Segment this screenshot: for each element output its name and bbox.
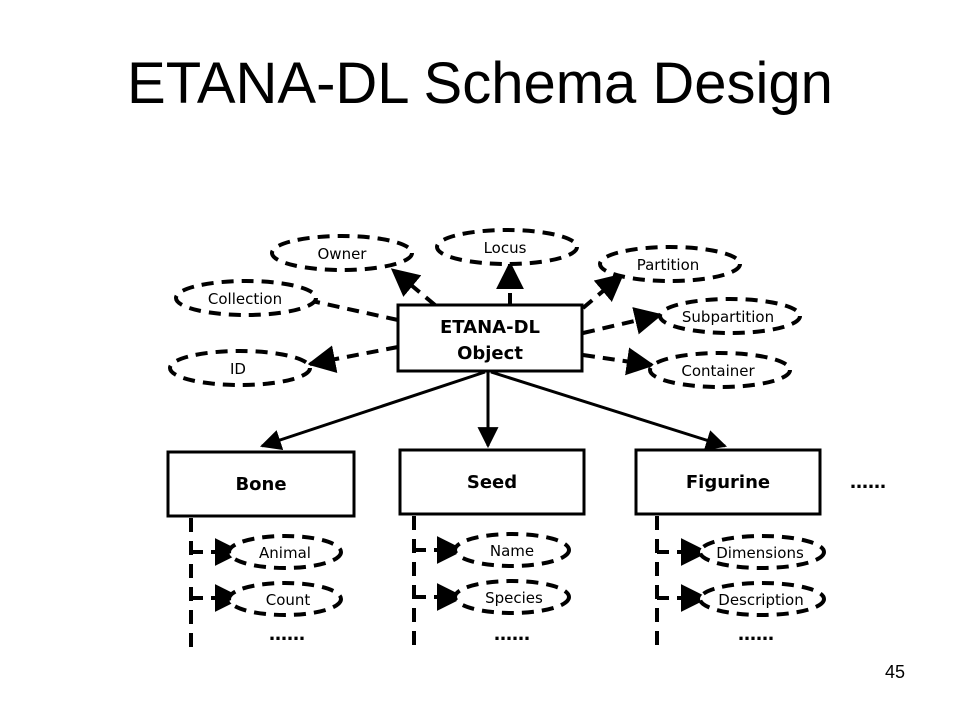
seed-more-ellipsis: ……	[494, 624, 530, 645]
bone-attr2-ellipse	[227, 581, 343, 617]
attr-owner-ellipse	[270, 234, 414, 272]
figurine-label: Figurine	[686, 472, 770, 493]
etana-dl-object-box	[396, 303, 584, 373]
more-classes-ellipsis: ……	[850, 472, 886, 493]
seed-box	[398, 448, 586, 516]
attr-subpartition-label: Subpartition	[682, 308, 774, 326]
figurine-attr2-ellipse	[698, 581, 826, 617]
object-label-line1: ETANA-DL	[440, 317, 540, 338]
attr-id-label: ID	[230, 360, 246, 378]
attr-container-ellipse	[648, 351, 792, 389]
figurine-attr1-ellipse	[698, 534, 826, 570]
bone-attr1-label: Animal	[259, 544, 311, 562]
attr-container-label: Container	[681, 362, 755, 380]
attr-owner-label: Owner	[318, 245, 368, 263]
attr-locus-label: Locus	[484, 239, 527, 257]
attr-subpartition-ellipse	[658, 297, 802, 335]
attr-collection-ellipse	[174, 279, 318, 317]
connector-collection	[311, 299, 399, 322]
connector-subpartition	[582, 307, 663, 335]
connector-container	[582, 347, 655, 376]
attr-id-ellipse	[168, 349, 312, 387]
figurine-more-ellipsis: ……	[738, 624, 774, 645]
attr-partition-ellipse	[598, 245, 742, 283]
connector-partition	[581, 273, 625, 310]
bone-box	[166, 450, 356, 518]
attr-locus-ellipse	[435, 228, 579, 266]
attr-partition-label: Partition	[637, 256, 700, 274]
connector-owner	[390, 268, 437, 307]
figurine-attr1-label: Dimensions	[716, 544, 804, 562]
arrow-to-bone	[260, 370, 486, 451]
object-label-line2: Object	[457, 343, 523, 364]
bone-attr1-ellipse	[227, 534, 343, 570]
arrow-to-figurine	[490, 370, 728, 451]
attr-collection-label: Collection	[208, 290, 282, 308]
bone-label: Bone	[235, 474, 286, 495]
seed-attr2-label: Species	[485, 589, 543, 607]
seed-attr1-label: Name	[490, 542, 534, 560]
attribute-connectors	[307, 261, 663, 376]
subclass-arrows	[260, 370, 728, 451]
bone-attr2-label: Count	[266, 591, 311, 609]
bone-more-ellipsis: ……	[269, 624, 305, 645]
page-number: 45	[884, 662, 905, 682]
figurine-attr2-label: Description	[718, 591, 803, 609]
figurine-box	[634, 448, 822, 516]
seed-attr2-ellipse	[453, 579, 571, 615]
seed-label: Seed	[467, 472, 517, 493]
slide-title: ETANA-DL Schema Design	[127, 51, 833, 116]
connector-id	[307, 345, 399, 373]
seed-attr1-ellipse	[453, 532, 571, 568]
